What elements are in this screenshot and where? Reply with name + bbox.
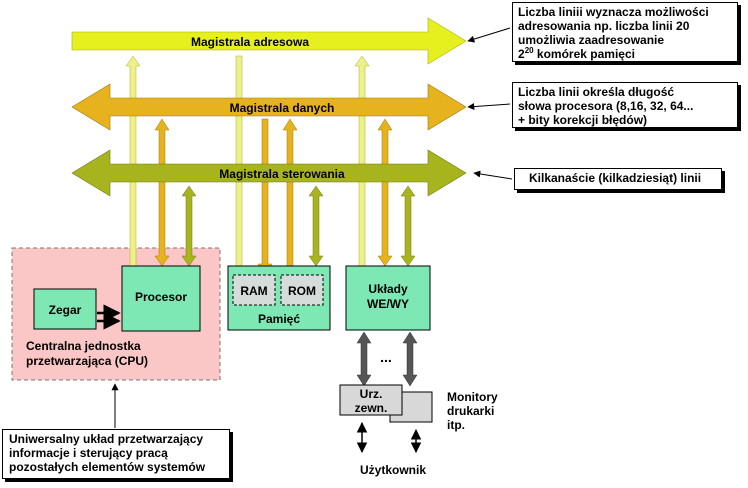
data-note-line3: + bity korekcji błędów) [518,113,648,127]
address-note-line1: Liczba liniii wyznacza możliwości [518,5,709,19]
io-device-arrow-right [402,331,418,387]
universal-note-line1: Uniwersalny układ przetwarzający [9,432,204,446]
data-bus-label: Magistrala danych [230,101,335,115]
data-bus-arrow [71,83,467,131]
data-note-pointer [467,103,511,111]
io-device-arrow-left [356,331,372,387]
device-box-front [339,384,403,416]
user-label: Użytkownik [360,463,426,477]
io-label-line1: Układy [368,282,408,296]
address-note-line4: 220 komórek pamięci [518,46,635,62]
clock-label: Zegar [49,303,82,317]
data-note-line2: słowa procesora (8,16, 32, 64... [518,99,694,113]
control-bus-note: Kilkanaście (kilkadziesiąt) linii [514,168,722,190]
monitors-label-line1: Monitory [447,390,498,404]
data-bus-note: Liczba linii określa długość słowa proce… [512,82,738,128]
address-note-line2: adresowania np. liczba linii 20 [518,19,690,33]
cpu-label-line2: przetwarzająca (CPU) [26,354,148,368]
processor-label: Procesor [135,290,187,304]
io-label-line2: WE/WY [367,297,409,311]
ram-chip [232,274,276,306]
memory-label: Pamięć [258,312,300,326]
ram-label: RAM [240,284,267,298]
devices-ellipsis: ... [380,349,392,365]
processor-box [121,265,201,332]
address-bus-note: Liczba liniii wyznacza możliwości adreso… [512,2,738,62]
device-label-line1: Urz. [360,387,383,401]
rom-label: ROM [288,284,316,298]
monitors-label-line3: itp. [447,418,465,432]
address-note-line3: umożliwia zaadresowanie [518,33,665,47]
address-bus-label: Magistrala adresowa [191,35,309,49]
cpu-label-line1: Centralna jednostka [26,339,141,353]
monitors-label-line2: drukarki [447,404,494,418]
control-note-pointer [473,170,513,180]
control-bus-arrow [71,149,467,197]
clock-box [33,288,97,330]
control-note-text: Kilkanaście (kilkadziesiąt) linii [529,171,702,185]
address-bus-arrow [71,17,467,65]
universal-note-line2: informacje i sterujący pracą [9,446,168,460]
device-label-line2: zewn. [355,401,388,415]
universal-note-line3: pozostałych elementów systemów [9,460,206,474]
io-box [345,265,431,331]
data-note-line1: Liczba linii określa długość [518,85,675,99]
address-note-pointer [467,27,511,43]
universal-unit-note: Uniwersalny układ przetwarzający informa… [2,429,230,479]
control-bus-label: Magistrala sterowania [219,167,345,181]
rom-chip [280,274,324,306]
